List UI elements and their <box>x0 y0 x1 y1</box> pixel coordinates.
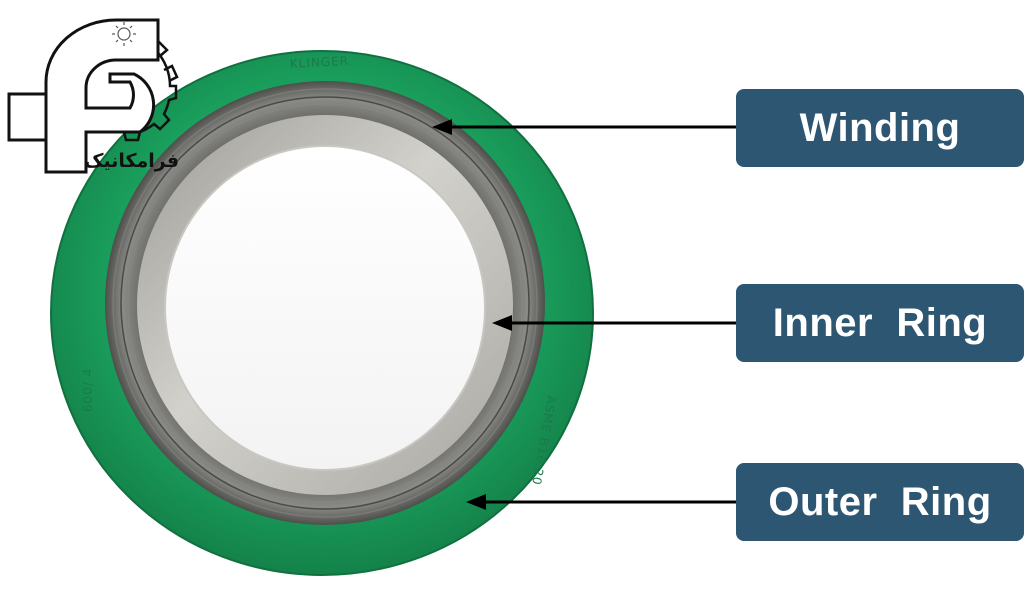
winding-label: Winding <box>736 89 1024 167</box>
outer-ring-label: Outer Ring <box>736 463 1024 541</box>
center-hole <box>165 146 485 470</box>
inner-ring-label: Inner Ring <box>736 284 1024 362</box>
brand-name: فرامکانیک <box>84 150 179 172</box>
stamp-left-text: 600/ 4 <box>81 368 95 412</box>
